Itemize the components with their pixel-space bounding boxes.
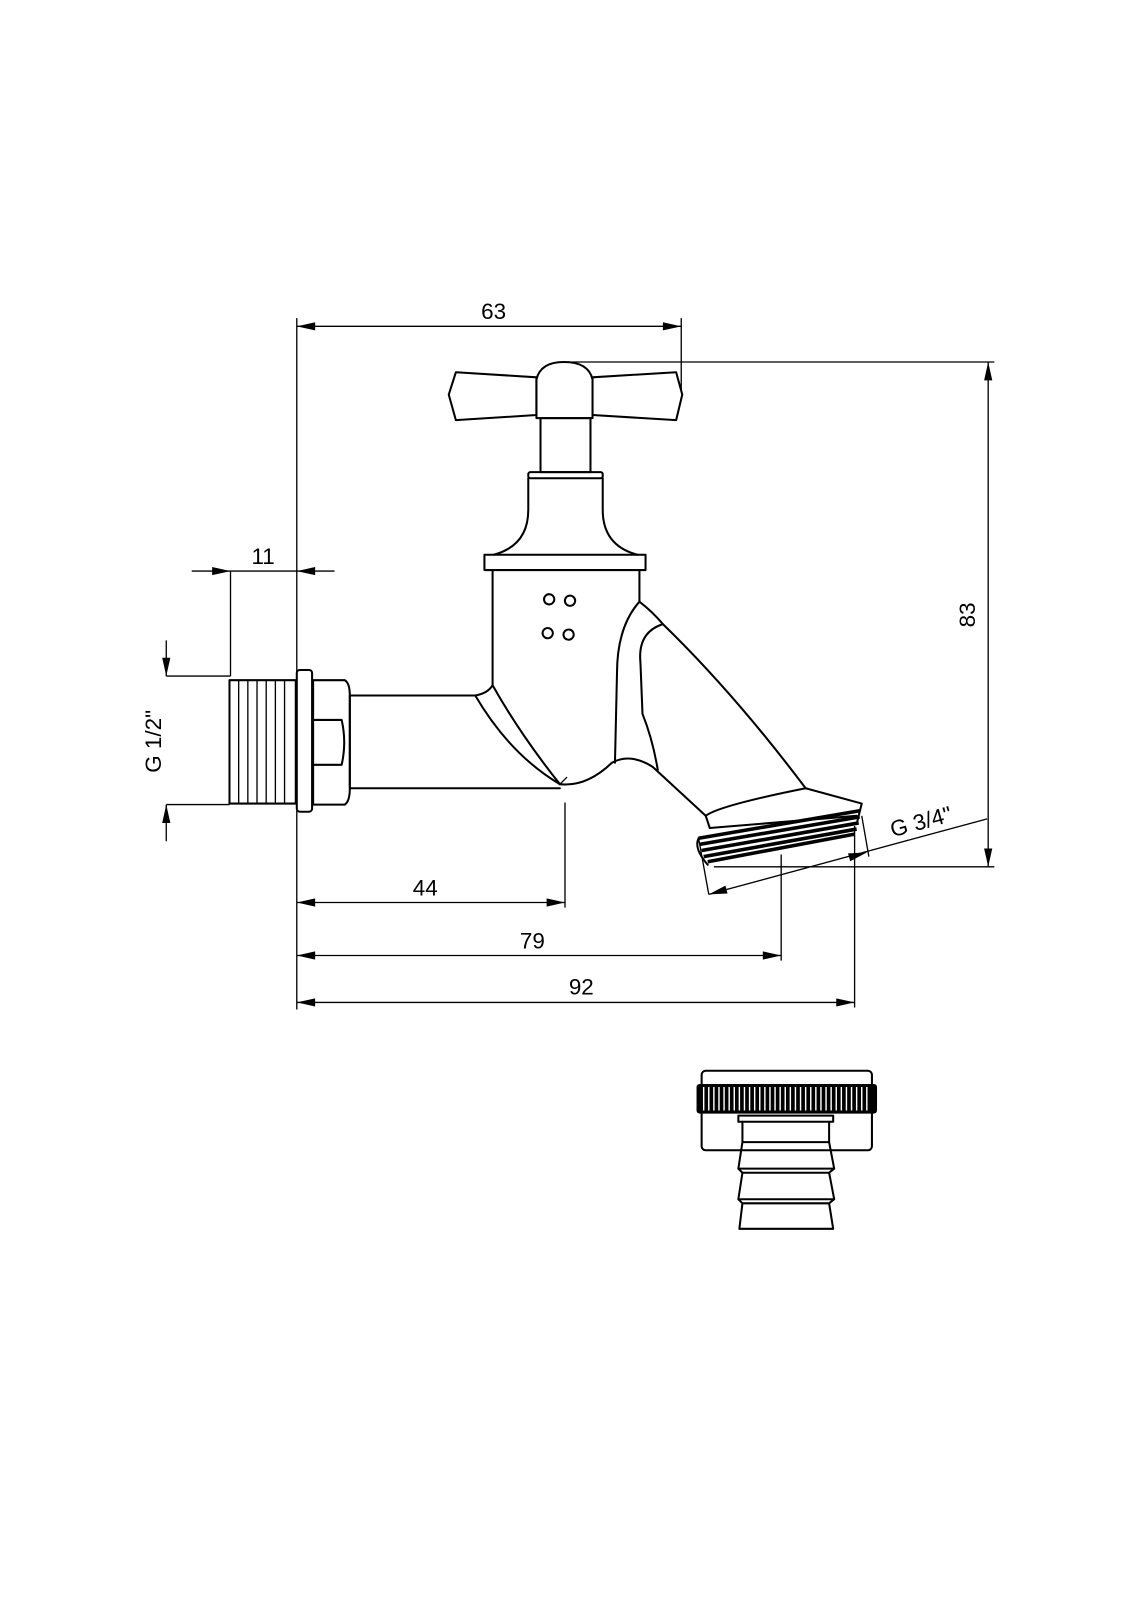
valve-body-right [613,569,641,764]
dim-label-g34: G 3/4" [887,802,954,843]
handle-right-arm [591,371,684,422]
dimension-inlet-thread: G 1/2" [141,640,171,842]
knurled-ring [696,1084,878,1114]
dimension-83: 83 [955,362,993,867]
faucet-outline [228,360,863,866]
outlet-thread [696,808,861,866]
inlet-thread [228,679,297,805]
bonnet-top [527,471,604,480]
brand-logo-icon [541,593,577,641]
dim-label-63: 63 [481,299,506,324]
dim-label-79: 79 [520,928,545,953]
bonnet [492,477,639,556]
valve-body [348,569,707,817]
handle-stem [539,417,592,474]
dim-label-83: 83 [955,602,980,627]
handle-knob [535,360,594,420]
dimension-79: 79 [296,928,782,960]
dimension-11: 11 [212,544,316,576]
dim-label-g12: G 1/2" [141,710,166,773]
hose-barb [737,1120,836,1230]
washer [295,668,314,813]
dimension-44: 44 [296,875,565,907]
dim-label-11: 11 [252,544,275,569]
dimensions: 63 83 11 G 1/2" 44 79 [141,299,995,1010]
hex-nut [312,679,351,806]
hose-adapter [696,1069,878,1230]
spout [638,600,807,790]
dimension-92: 92 [296,974,855,1007]
dim-label-92: 92 [569,974,594,999]
dim-label-44: 44 [413,875,438,900]
bonnet-flange [483,553,647,572]
handle-left-arm [447,371,538,422]
dimension-63: 63 [296,299,682,331]
